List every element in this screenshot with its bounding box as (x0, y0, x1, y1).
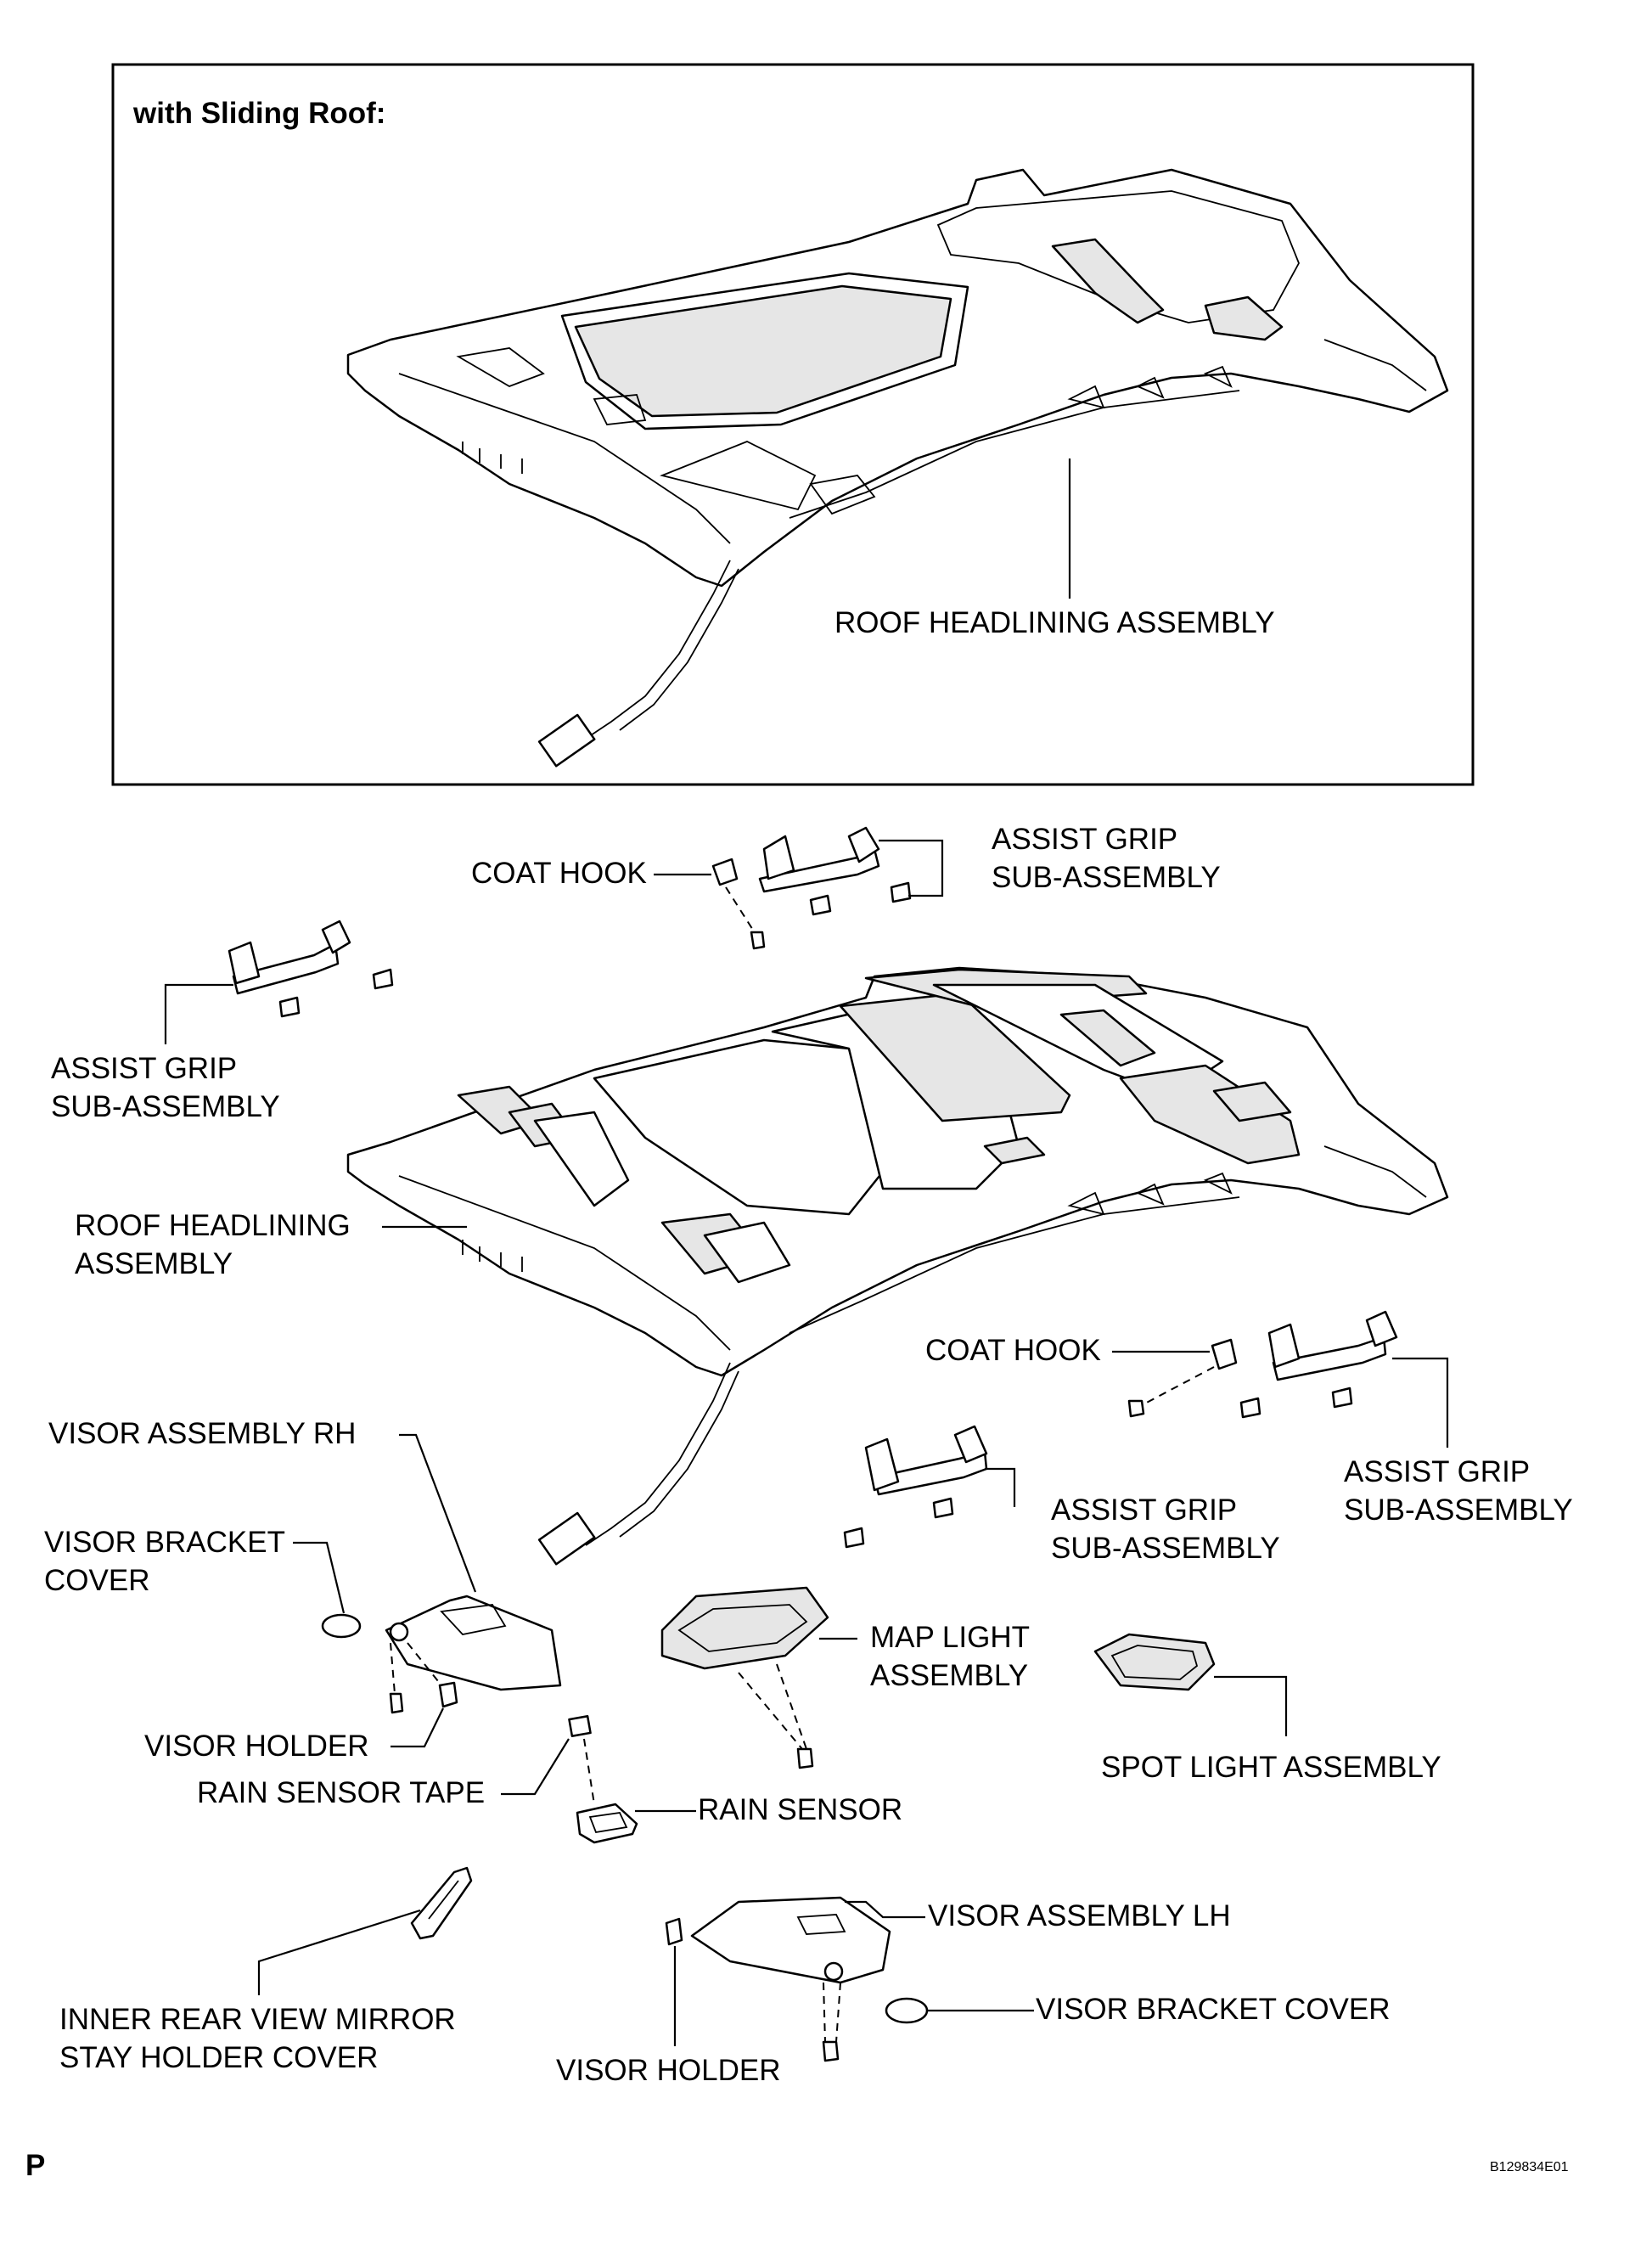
label-visor-rh: VISOR ASSEMBLY RH (48, 1417, 356, 1450)
label-rain-sensor-tape: RAIN SENSOR TAPE (197, 1776, 485, 1809)
label-visor-bracket-cover-2: VISOR BRACKET COVER (1036, 1993, 1391, 2026)
spot-light-assembly (1093, 1633, 1216, 1691)
assist-grip-3 (1239, 1310, 1398, 1419)
assist-grip-4 (843, 1425, 988, 1549)
rain-sensor (576, 1803, 638, 1844)
label-visor-holder-2: VISOR HOLDER (556, 2054, 781, 2087)
leader-visor-lh (845, 1900, 925, 1919)
footer-right: B129834E01 (1490, 2160, 1569, 2174)
label-roof-headlining-2-line2: ASSEMBLY (75, 1247, 233, 1280)
visor-assembly-lh (690, 1896, 891, 1984)
label-inner-rear-view-mirror-line2: STAY HOLDER COVER (59, 2041, 378, 2074)
assist-grip-2 (228, 920, 394, 1018)
label-map-light-line1: MAP LIGHT (870, 1621, 1030, 1654)
assist-grip-1 (758, 826, 912, 916)
leader-visor-rh (399, 1433, 477, 1593)
leader-visor-bracket-cover-1 (293, 1541, 346, 1614)
rain-sensor-tape (568, 1714, 592, 1738)
roof-headlining-sliding-illustration (346, 168, 1449, 768)
rain-sensor-dash (583, 1738, 595, 1805)
label-assist-grip-2-line2: SUB-ASSEMBLY (51, 1090, 280, 1123)
label-assist-grip-3-line2: SUB-ASSEMBLY (1344, 1493, 1573, 1527)
label-assist-grip-4-line2: SUB-ASSEMBLY (1051, 1532, 1280, 1565)
label-visor-lh: VISOR ASSEMBLY LH (928, 1899, 1231, 1932)
leader-assist-grip-4 (985, 1467, 1016, 1507)
footer-left: P (25, 2149, 45, 2182)
label-assist-grip-4-line1: ASSIST GRIP (1051, 1493, 1237, 1527)
coat-hook-2 (1127, 1338, 1238, 1418)
label-assist-grip-1-line1: ASSIST GRIP (992, 823, 1177, 856)
leader-visor-holder-1 (391, 1707, 444, 1748)
section-title: with Sliding Roof: (132, 97, 385, 130)
leader-spot-light (1214, 1675, 1288, 1736)
label-coat-hook-2: COAT HOOK (925, 1334, 1101, 1367)
label-assist-grip-2-line1: ASSIST GRIP (51, 1052, 237, 1085)
visor-holder-2 (665, 1917, 841, 2062)
label-visor-bracket-cover-1-line2: COVER (44, 1564, 149, 1597)
leader-inner-rear-view-mirror (257, 1909, 421, 1995)
leader-rain-sensor-tape (501, 1738, 570, 1796)
label-roof-headlining-2-line1: ROOF HEADLINING (75, 1209, 351, 1242)
label-coat-hook-1: COAT HOOK (471, 857, 647, 890)
label-inner-rear-view-mirror-line1: INNER REAR VIEW MIRROR (59, 2003, 456, 2036)
leader-assist-grip-3 (1392, 1357, 1449, 1448)
coat-hook-1 (711, 858, 766, 950)
label-visor-bracket-cover-1-line1: VISOR BRACKET (44, 1526, 285, 1559)
label-visor-holder-1: VISOR HOLDER (144, 1730, 369, 1763)
leader-assist-grip-2 (164, 983, 233, 1044)
visor-holder-1 (389, 1642, 458, 1714)
map-light-assembly (660, 1586, 829, 1769)
label-assist-grip-1-line2: SUB-ASSEMBLY (992, 861, 1221, 894)
label-roof-headlining-top: ROOF HEADLINING ASSEMBLY (834, 606, 1275, 639)
visor-assembly-rh (385, 1595, 562, 1691)
leader-assist-grip-1 (879, 839, 944, 897)
label-rain-sensor: RAIN SENSOR (698, 1793, 902, 1826)
label-assist-grip-3-line1: ASSIST GRIP (1344, 1455, 1530, 1488)
visor-bracket-cover-1 (321, 1613, 362, 1639)
roof-headlining-illustration (346, 966, 1449, 1566)
sliding-roof-frame (111, 63, 1475, 786)
inner-rear-view-mirror-cover (410, 1866, 473, 1940)
label-map-light-line2: ASSEMBLY (870, 1659, 1028, 1692)
visor-bracket-cover-2 (885, 1997, 929, 2024)
label-spot-light: SPOT LIGHT ASSEMBLY (1101, 1751, 1441, 1784)
